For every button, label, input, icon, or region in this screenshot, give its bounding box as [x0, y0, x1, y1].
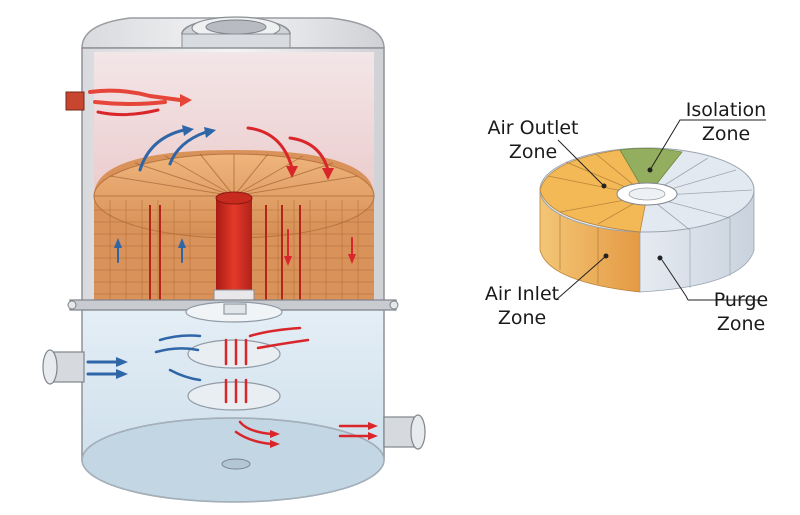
label-air-outlet-line1: Air Outlet: [487, 117, 579, 139]
label-purge-line2: Zone: [716, 313, 766, 335]
left-inlet-nozzle: [42, 349, 85, 385]
hot-air-flow-arrows: [88, 88, 378, 448]
zone-wheel: [539, 119, 766, 301]
distribution-discs: [185, 301, 283, 411]
label-air-outlet-line2: Zone: [508, 141, 558, 163]
label-isolation-zone: Isolation Zone: [676, 98, 776, 146]
center-pipe: [213, 191, 255, 307]
label-purge-zone: Purge Zone: [706, 288, 776, 336]
label-purge-line1: Purge: [713, 289, 769, 311]
top-outlet-flange: [181, 16, 291, 51]
cool-air-flow-arrows: [86, 125, 216, 382]
label-air-outlet-zone: Air Outlet Zone: [478, 116, 588, 164]
right-outlet-nozzle: [383, 414, 426, 450]
leader-lines: [555, 119, 766, 301]
side-nozzle: [65, 91, 85, 111]
label-air-inlet-zone: Air Inlet Zone: [472, 282, 572, 330]
label-air-inlet-line2: Zone: [497, 307, 547, 329]
label-isolation-line1: Isolation: [685, 99, 767, 121]
label-air-inlet-line1: Air Inlet: [484, 283, 560, 305]
vessel: [42, 16, 426, 503]
label-isolation-line2: Zone: [701, 123, 751, 145]
